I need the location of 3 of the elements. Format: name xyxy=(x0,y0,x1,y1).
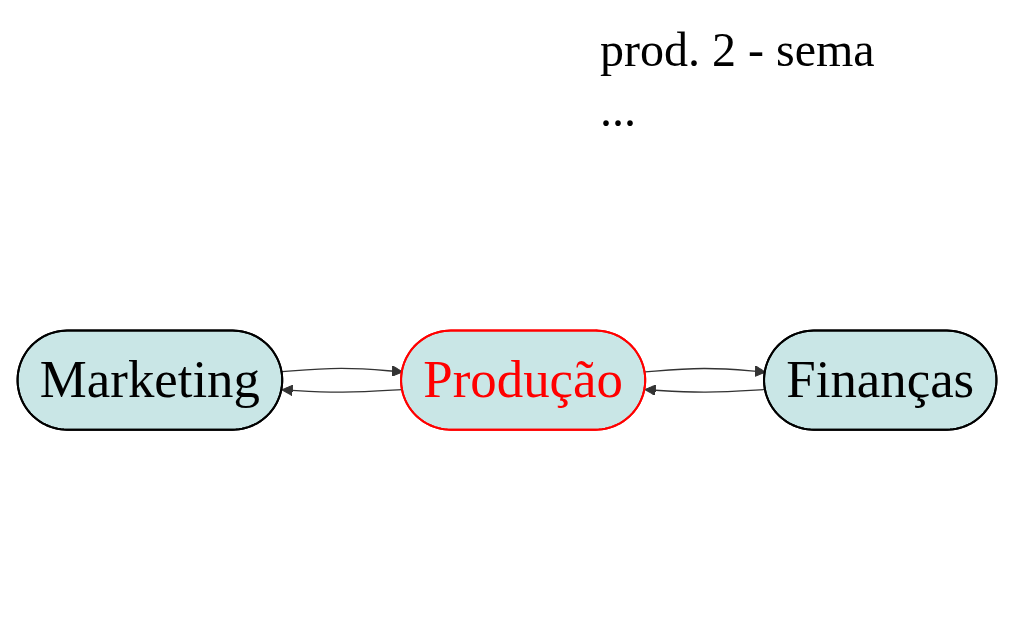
arrow xyxy=(644,365,766,377)
note-text: ... xyxy=(600,82,637,138)
note-text: prod. 2 - sema xyxy=(600,22,875,78)
